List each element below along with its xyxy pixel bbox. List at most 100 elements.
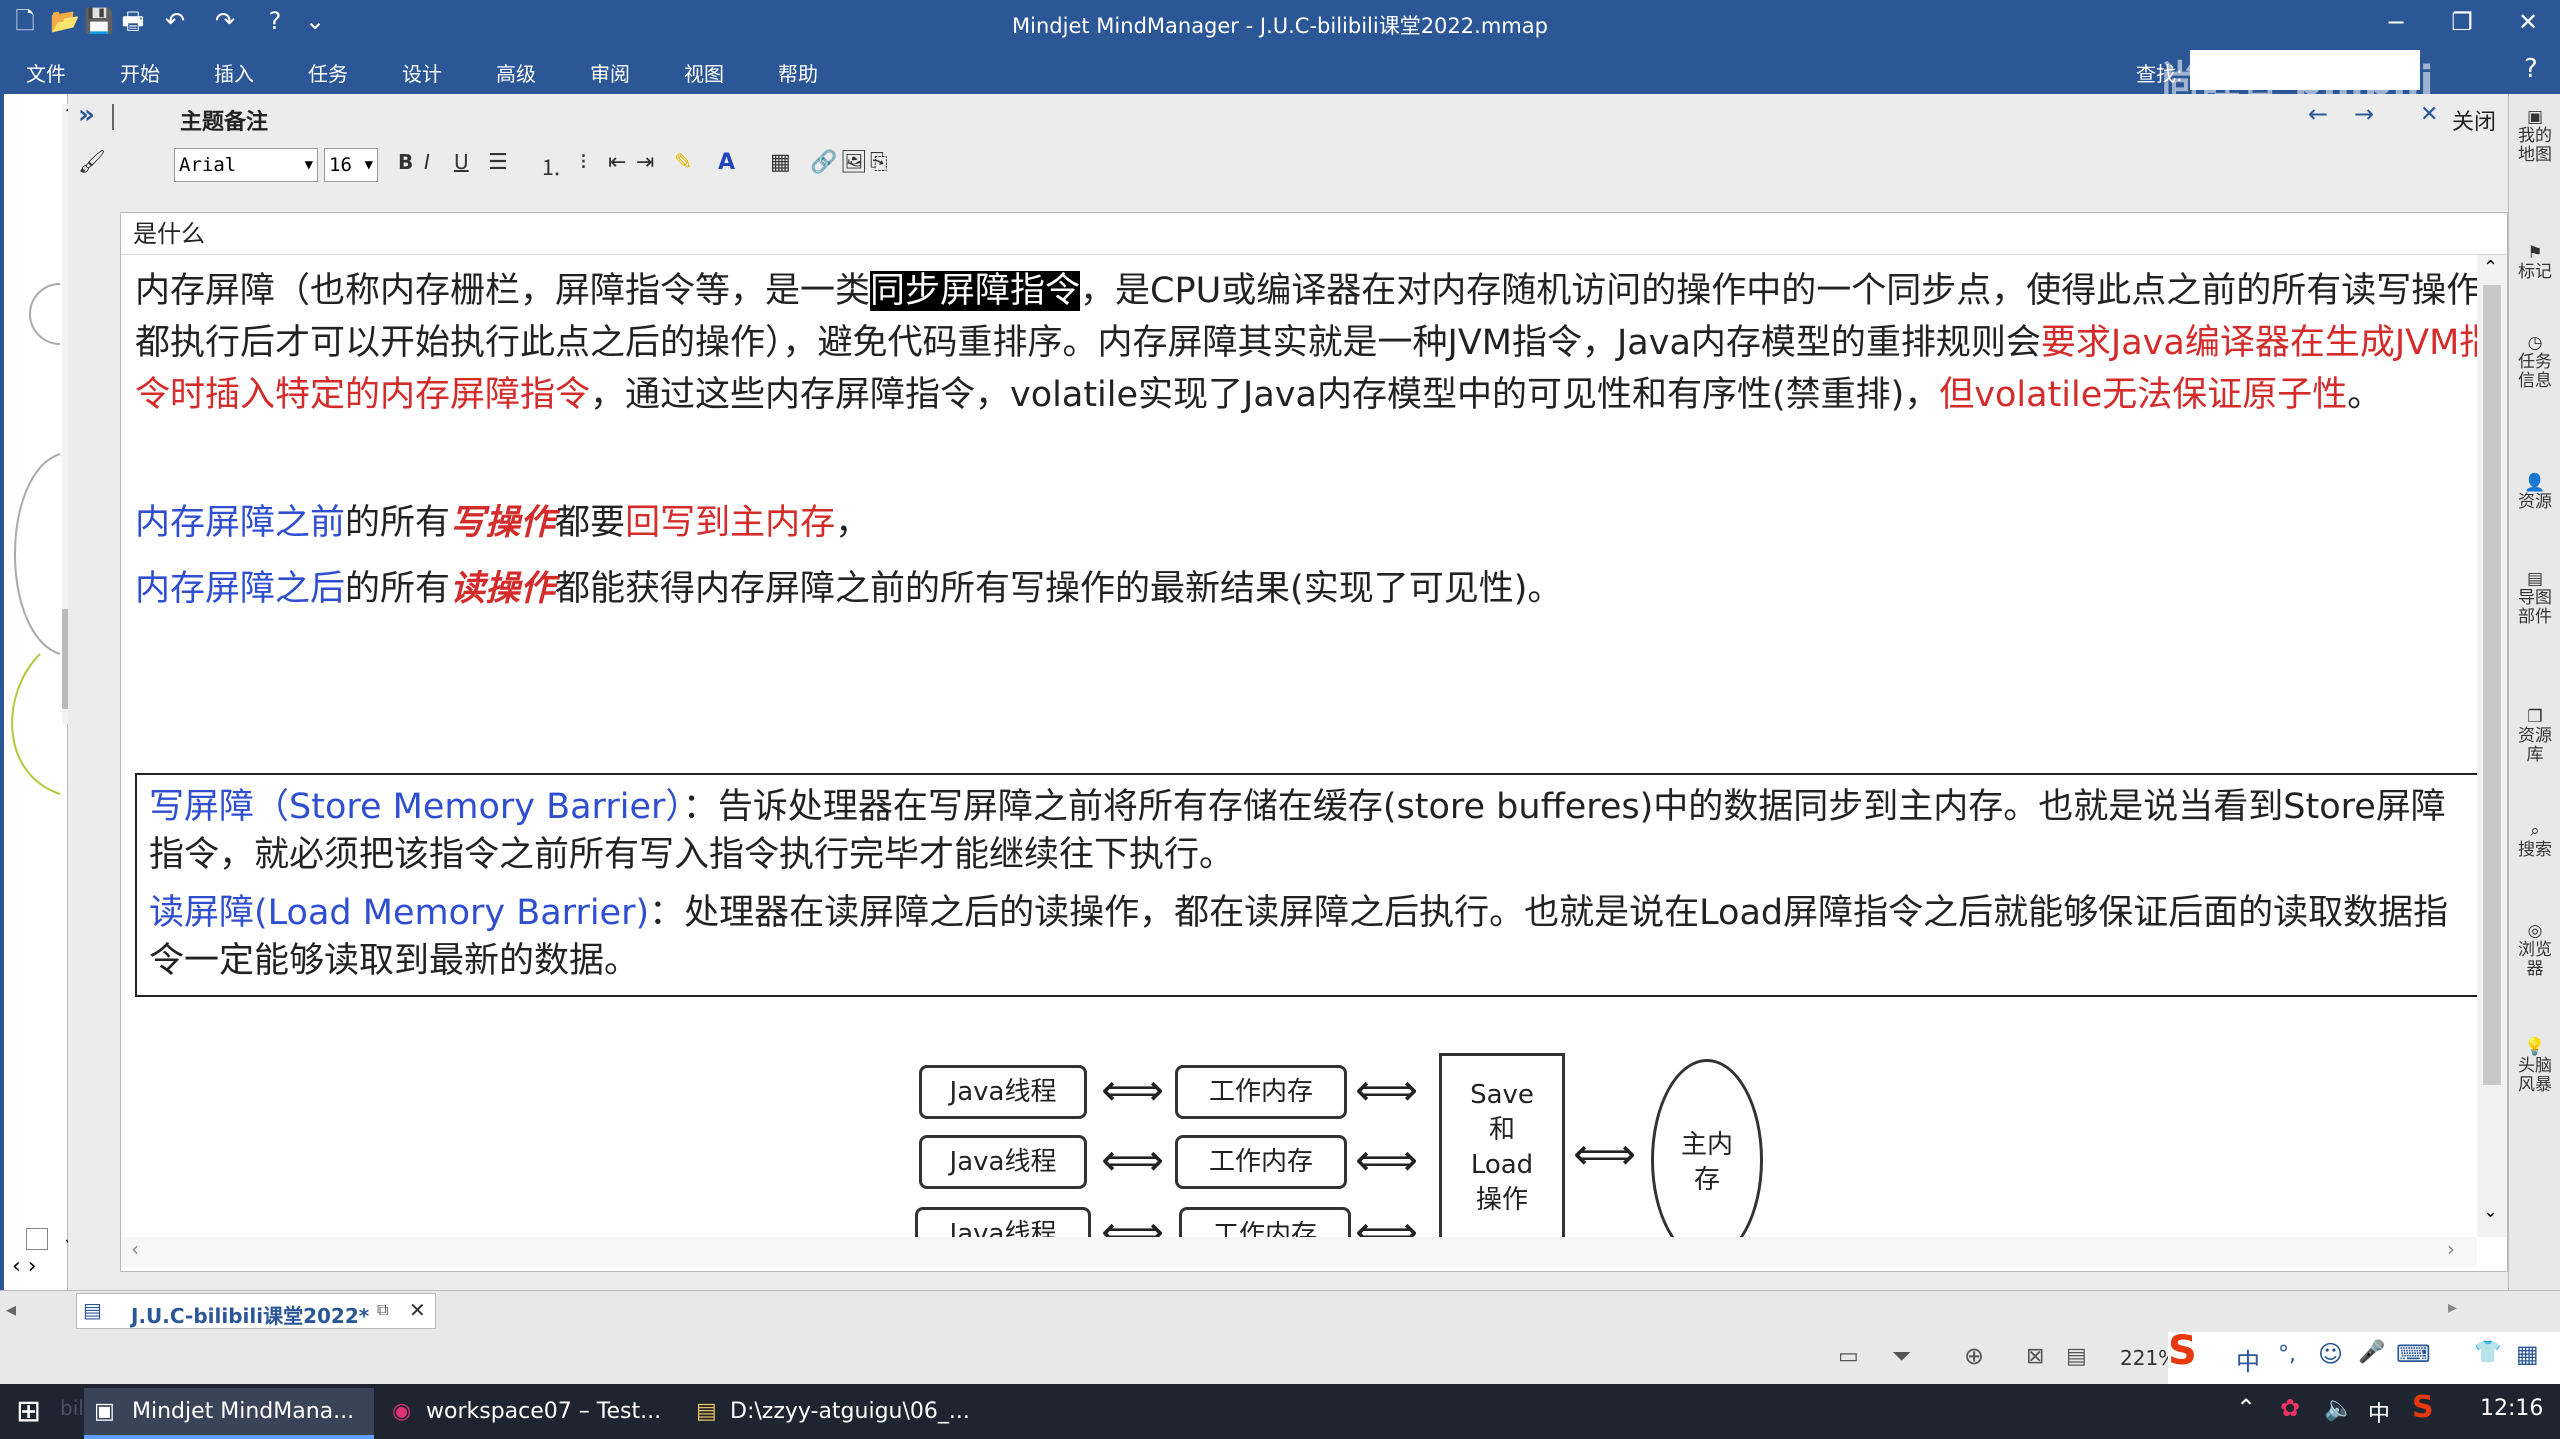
format-painter-icon[interactable]: 🖌 <box>78 150 106 175</box>
ime-keyboard-icon[interactable]: ⌨ <box>2396 1340 2431 1368</box>
collapse-panel-icon[interactable]: » <box>78 100 95 130</box>
menu-review[interactable]: 审阅 <box>590 62 630 86</box>
map-fit-icon[interactable] <box>26 1228 48 1250</box>
new-icon[interactable]: 🗋 <box>15 7 35 35</box>
tray-app-icon[interactable]: ✿ <box>2280 1394 2301 1422</box>
layout-icon[interactable]: ⊕ <box>1964 1342 1985 1370</box>
numbered-list-icon[interactable]: ⒈ <box>540 156 563 181</box>
tab-resources[interactable]: 👤资源 <box>2515 474 2555 512</box>
float-tab-icon[interactable]: ⧉ <box>377 1300 389 1319</box>
menu-home[interactable]: 开始 <box>120 62 160 86</box>
ime-chinese-mode[interactable]: 中 <box>2236 1348 2260 1376</box>
hyperlink-icon[interactable]: 🔗 <box>810 150 838 175</box>
bold-button[interactable]: B <box>398 150 414 174</box>
tab-map-parts[interactable]: ▤导图部件 <box>2515 570 2555 627</box>
taskbar-folder[interactable]: ▤ D:\zzyy-atguigu\06_... <box>682 1388 972 1435</box>
ime-punctuation[interactable]: °, <box>2278 1342 2296 1367</box>
ime-emoji-icon[interactable]: ☺ <box>2318 1340 2344 1368</box>
tab-markers[interactable]: ⚑标记 <box>2515 244 2555 282</box>
bullet-list-icon[interactable]: ⁝ <box>580 150 587 175</box>
menu-task[interactable]: 任务 <box>308 62 348 86</box>
open-icon[interactable]: 📂 <box>50 7 80 35</box>
scroll-up-icon[interactable]: ⌃ <box>2483 257 2499 278</box>
fit-map-icon[interactable]: ⊠ <box>2026 1344 2045 1369</box>
subject-line[interactable]: 是什么 <box>121 213 2507 255</box>
outline-view-icon[interactable]: ▤ <box>2066 1344 2087 1369</box>
notes-document[interactable]: 是什么 内存屏障（也称内存栅栏，屏障指令等，是一类同步屏障指令，是CPU或编译器… <box>120 212 2508 1272</box>
tray-sogou-icon[interactable]: S <box>2412 1390 2434 1425</box>
tray-chevron-icon[interactable]: ⌃ <box>2236 1394 2257 1422</box>
ime-voice-icon[interactable]: 🎤 <box>2358 1340 2386 1365</box>
menu-file[interactable]: 文件 <box>26 62 66 86</box>
tray-language[interactable]: 中 <box>2368 1402 2391 1427</box>
text-run: 。 <box>2347 375 2383 415</box>
italic-button[interactable]: I <box>424 150 430 174</box>
scroll-right-icon[interactable]: › <box>2447 1237 2455 1261</box>
minimize-button[interactable]: − <box>2385 8 2407 36</box>
scroll-down-icon[interactable]: ⌄ <box>2483 1201 2499 1222</box>
tab-scroll-left-icon[interactable]: ◂ <box>6 1297 17 1321</box>
topic-notes-panel: » 主题备注 ← → ✕ 关闭 🖌 Arial ▼ 16 ▼ B I U ☰ ⒈… <box>68 94 2508 1290</box>
menu-help[interactable]: 帮助 <box>778 62 818 86</box>
font-color-icon[interactable]: A <box>718 150 736 175</box>
scroll-left-icon[interactable]: ‹ <box>131 1237 139 1261</box>
blue-text: 内存屏障之前 <box>135 503 346 543</box>
highlight-color-icon[interactable]: ✎ <box>674 150 693 175</box>
page-view-icon[interactable]: ▭ <box>1838 1344 1859 1369</box>
tab-library[interactable]: ❐资源库 <box>2515 708 2555 765</box>
close-notes-label[interactable]: 关闭 <box>2452 110 2497 135</box>
double-arrow-icon: ⟺ <box>1573 1129 1637 1180</box>
previous-note-icon[interactable]: ← <box>2308 100 2329 128</box>
ime-toolbox-icon[interactable]: ▦ <box>2516 1340 2539 1368</box>
windows-start-icon[interactable]: ⊞ <box>16 1394 42 1429</box>
volume-icon[interactable]: 🔈 <box>2324 1394 2354 1422</box>
sogou-logo-icon[interactable]: S <box>2168 1328 2197 1374</box>
underline-button[interactable]: U <box>454 150 469 174</box>
font-size-select[interactable]: 16 ▼ <box>324 148 378 182</box>
menu-design[interactable]: 设计 <box>402 62 442 86</box>
print-icon[interactable]: 🖶 <box>121 7 145 35</box>
map-nav-icon[interactable]: ‹ › <box>12 1254 37 1279</box>
taskbar-clock[interactable]: 12:16 <box>2480 1396 2544 1421</box>
scroll-thumb[interactable] <box>2483 285 2501 1085</box>
zoom-level[interactable]: 221% <box>2120 1346 2178 1370</box>
close-button[interactable]: ✕ <box>2517 8 2539 36</box>
notes-vertical-scrollbar[interactable]: ⌃ ⌄ <box>2477 255 2507 1237</box>
taskbar-eclipse[interactable]: ◉ workspace07 – Test... <box>378 1388 678 1435</box>
tab-brainstorm[interactable]: 💡头脑风暴 <box>2515 1038 2555 1095</box>
tab-scroll-right-icon[interactable]: ▸ <box>2448 1297 2458 1318</box>
map-view-panel: ⌃ ⌄ ‹ › <box>0 94 80 1290</box>
tab-task-info[interactable]: ◷任务信息 <box>2515 334 2555 391</box>
next-note-icon[interactable]: → <box>2354 100 2375 128</box>
redo-icon[interactable]: ↷ <box>214 7 236 35</box>
menu-insert[interactable]: 插入 <box>214 62 254 86</box>
taskbar-label: workspace07 – Test... <box>426 1399 662 1424</box>
undo-icon[interactable]: ↶ <box>164 7 186 35</box>
help-icon[interactable]: ? <box>268 7 282 35</box>
insert-object-icon[interactable]: ⎘ <box>870 150 888 175</box>
restore-button[interactable]: ❐ <box>2451 8 2473 36</box>
taskbar-mindmanager[interactable]: ▣ Mindjet MindMana... <box>84 1388 374 1435</box>
tab-search[interactable]: ⌕搜索 <box>2515 822 2555 860</box>
menu-view[interactable]: 视图 <box>684 62 724 86</box>
table-icon[interactable]: ▦ <box>770 150 791 175</box>
customize-icon[interactable]: ⌄ <box>304 7 326 35</box>
active-indicator <box>84 1435 374 1439</box>
decrease-indent-icon[interactable]: ⇤ <box>608 150 627 175</box>
close-tab-icon[interactable]: ✕ <box>409 1298 426 1322</box>
filter-icon[interactable]: ⏷ <box>1892 1342 1912 1370</box>
tab-my-maps[interactable]: ▣我的地图 <box>2515 108 2555 165</box>
align-icon[interactable]: ☰ <box>488 150 508 175</box>
font-family-select[interactable]: Arial ▼ <box>174 148 318 182</box>
document-tab[interactable]: ▤ J.U.C-bilibili课堂2022* ⧉ ✕ <box>76 1293 436 1329</box>
increase-indent-icon[interactable]: ⇥ <box>636 150 655 175</box>
tab-browser[interactable]: ◎浏览器 <box>2515 922 2555 979</box>
ime-skin-icon[interactable]: 👕 <box>2474 1340 2502 1365</box>
menu-advanced[interactable]: 高级 <box>496 62 536 86</box>
notes-horizontal-scrollbar[interactable]: ‹ › <box>121 1237 2477 1267</box>
help-circle-icon[interactable]: ? <box>2524 54 2538 84</box>
image-icon[interactable]: 🖼 <box>840 150 868 175</box>
save-icon[interactable]: 💾 <box>84 7 114 35</box>
search-input[interactable] <box>2190 50 2420 90</box>
close-notes-icon[interactable]: ✕ <box>2420 102 2439 127</box>
